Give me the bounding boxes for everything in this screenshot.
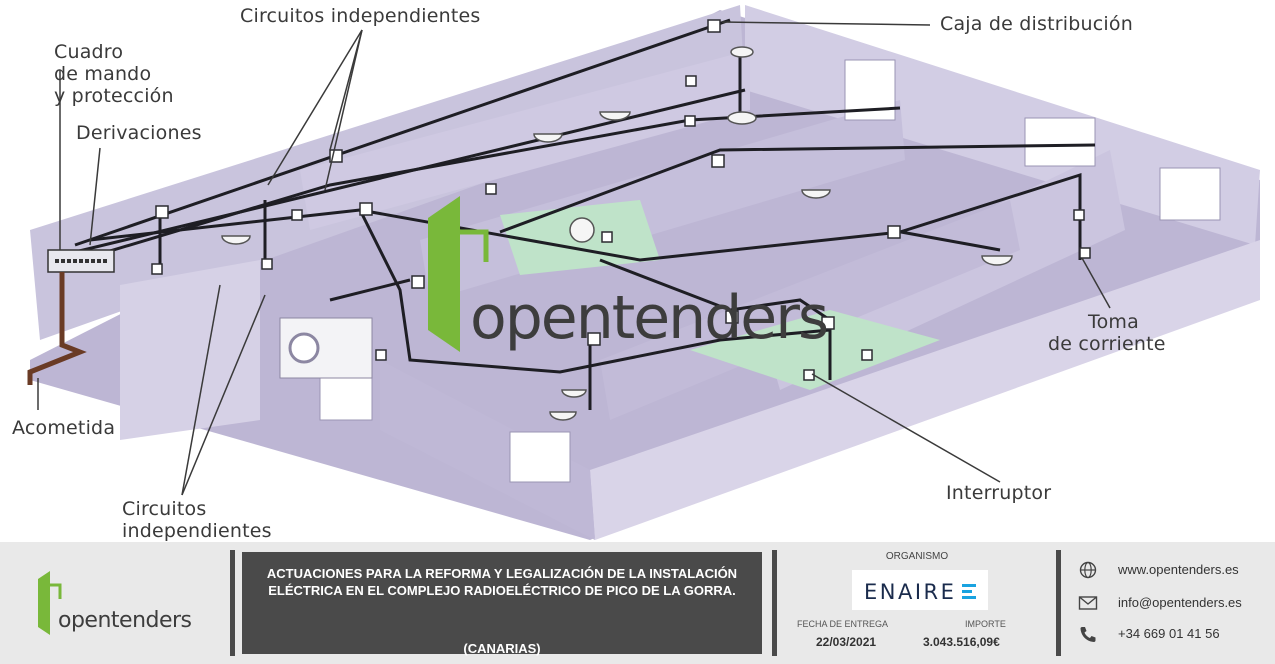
contact-phone[interactable]: +34 669 01 41 56 (1074, 623, 1264, 645)
callout-interruptor: Interruptor (946, 482, 1052, 504)
divider (1056, 550, 1061, 656)
email-link[interactable]: info@opentenders.es (1118, 595, 1242, 610)
globe-icon (1078, 561, 1098, 579)
phone-icon (1078, 625, 1098, 643)
switch-boxes (151, 19, 1091, 381)
enaire-logo-mark: ENAIRE (864, 580, 976, 604)
callout-cuadro-line2: de mando (54, 63, 152, 85)
wall-interior-1 (300, 50, 750, 230)
callout-circuitos-independientes-top: Circuitos independientes (240, 5, 481, 27)
wall-front-right (590, 240, 1260, 540)
contact-web[interactable]: www.opentenders.es (1074, 559, 1264, 581)
callout-circuitos-bottom-line1: Circuitos (122, 498, 207, 520)
fecha-value: 22/03/2021 (816, 635, 877, 649)
importe-label: IMPORTE (965, 619, 1006, 629)
window (1024, 117, 1096, 167)
tender-title: ACTUACIONES PARA LA REFORMA Y LEGALIZACI… (266, 566, 738, 598)
house-wiring-illustration: opentenders (27, 5, 1260, 540)
callout-leaders (37, 21, 1111, 496)
tender-title-box: ACTUACIONES PARA LA REFORMA Y LEGALIZACI… (242, 552, 762, 656)
watermark-logo: opentenders (428, 196, 829, 353)
footer-logo-text: opentenders (58, 608, 192, 633)
ceiling-lamps (221, 46, 1013, 421)
callout-caja-distribucion: Caja de distribución (940, 13, 1133, 35)
envelope-icon (1078, 594, 1098, 612)
fecha-label: FECHA DE ENTREGA (797, 619, 889, 629)
callout-derivaciones: Derivaciones (76, 122, 202, 144)
wall-interior-4 (600, 200, 1020, 420)
divider (772, 550, 777, 656)
callout-toma-line1: Toma (1088, 311, 1139, 333)
washing-machine-door (288, 332, 320, 364)
wall-front-left (120, 260, 260, 440)
installation-diagram: opentenders Circuitos independientes Caj… (12, 5, 1260, 542)
footer-bar: opentenders ACTUACIONES PARA LA REFORMA … (0, 542, 1275, 664)
callout-cuadro-line1: Cuadro (54, 41, 124, 63)
callout-toma-line2: de corriente (1048, 333, 1166, 355)
enaire-logo: ENAIRE (852, 570, 988, 610)
divider (230, 550, 235, 656)
watermark-text: opentenders (470, 283, 827, 353)
phone-link[interactable]: +34 669 01 41 56 (1118, 626, 1220, 641)
kitchen-floor (690, 310, 940, 390)
opentenders-logo[interactable]: opentenders (34, 569, 194, 641)
enaire-logo-text: ENAIRE (864, 580, 956, 604)
window (509, 431, 571, 483)
window (319, 371, 373, 421)
contact-email[interactable]: info@opentenders.es (1074, 592, 1264, 614)
window (1159, 167, 1221, 221)
callout-cuadro-line3: y protección (54, 85, 174, 107)
callout-acometida: Acometida (12, 417, 116, 439)
organismo-label: ORGANISMO (885, 551, 949, 562)
wall-front-mid (380, 360, 595, 540)
web-link[interactable]: www.opentenders.es (1118, 562, 1239, 577)
callout-circuitos-bottom-line2: independientes (122, 520, 272, 542)
opentenders-logo-mark: opentenders (38, 571, 192, 635)
importe-value: 3.043.516,09€ (923, 635, 1000, 649)
acometida-pipe (27, 272, 87, 385)
tender-region: (CANARIAS) (463, 641, 541, 656)
